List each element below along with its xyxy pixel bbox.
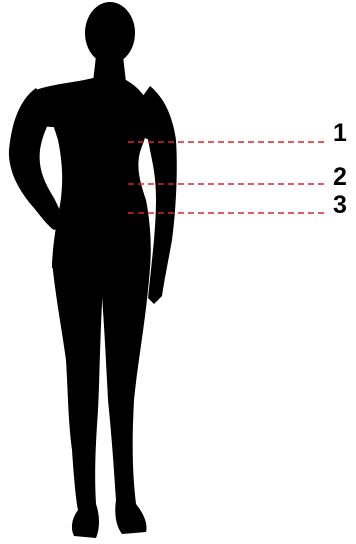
silhouette-body <box>36 84 152 268</box>
measurement-label-1: 1 <box>333 119 347 147</box>
silhouette-neck <box>93 56 126 82</box>
silhouette-left-leg <box>52 262 104 538</box>
measurement-label-2: 2 <box>333 163 347 191</box>
female-silhouette <box>9 2 177 538</box>
silhouette-head <box>85 2 135 64</box>
silhouette-right-leg <box>100 268 150 534</box>
measurement-label-3: 3 <box>333 191 347 219</box>
